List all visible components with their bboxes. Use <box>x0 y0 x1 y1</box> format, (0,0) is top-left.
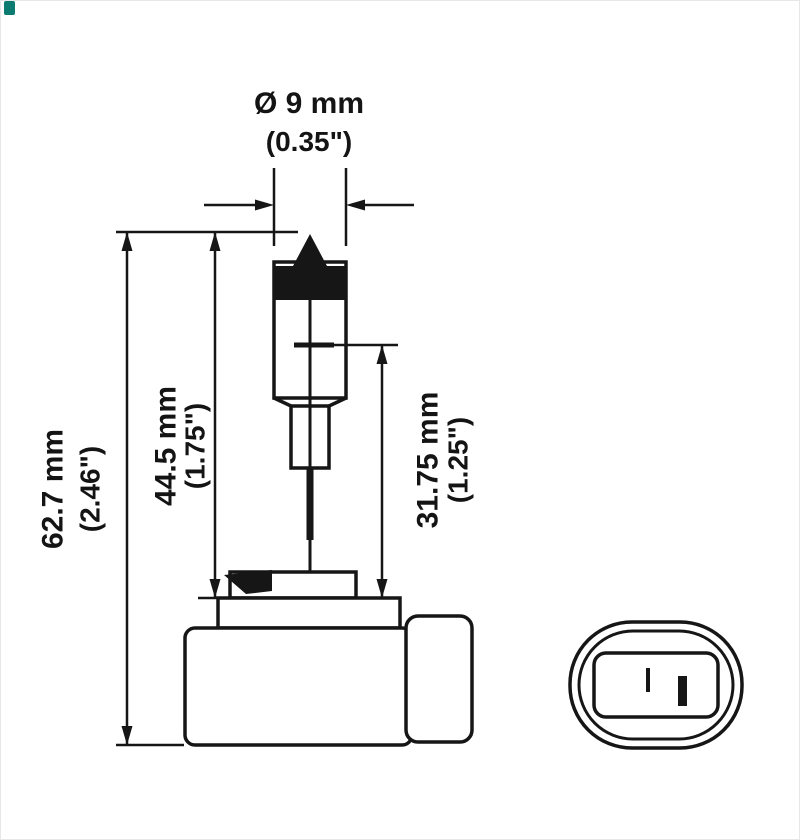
overall-length-metric-label: 62.7 mm <box>37 429 70 549</box>
arrowhead <box>209 579 221 598</box>
tip-to-base-dimension: 44.5 mm (1.75") <box>150 232 222 600</box>
connector-inner-ring <box>577 629 735 741</box>
arrowhead <box>255 199 274 211</box>
keying-tab <box>224 570 272 594</box>
connector-shroud <box>404 614 474 744</box>
pinch-seal <box>328 396 347 408</box>
overall-length-dimension: 62.7 mm (2.46") <box>37 230 298 747</box>
base-body <box>183 626 414 747</box>
connector-face-view <box>568 620 744 750</box>
arrowhead <box>121 232 133 251</box>
arrowhead <box>376 345 388 364</box>
diameter-metric-label: Ø 9 mm <box>254 87 364 120</box>
connector-pin-right <box>678 676 687 706</box>
arrowhead <box>121 726 133 745</box>
filament-to-base-metric-label: 31.75 mm <box>412 392 445 529</box>
pinch-seal <box>273 396 292 408</box>
bulb-base <box>183 570 474 747</box>
tip-to-base-imperial-label: (1.75") <box>180 403 211 489</box>
bulb-drawing <box>272 234 348 575</box>
arrowhead <box>376 579 388 598</box>
diameter-imperial-label: (0.35") <box>266 126 352 157</box>
filament-to-base-imperial-label: (1.25") <box>443 417 474 503</box>
arrowhead <box>209 232 221 251</box>
connector-outer-ring <box>568 620 744 750</box>
overall-length-imperial-label: (2.46") <box>75 446 106 532</box>
tip-to-base-metric-label: 44.5 mm <box>150 386 183 506</box>
connector-socket-opening <box>592 651 720 719</box>
black-tip <box>274 234 346 300</box>
base-collar <box>216 596 402 630</box>
arrowhead <box>346 199 365 211</box>
corner-mark <box>4 1 15 15</box>
filament-to-base-dimension: 31.75 mm (1.25") <box>334 343 474 598</box>
pinch-tube <box>289 404 331 470</box>
